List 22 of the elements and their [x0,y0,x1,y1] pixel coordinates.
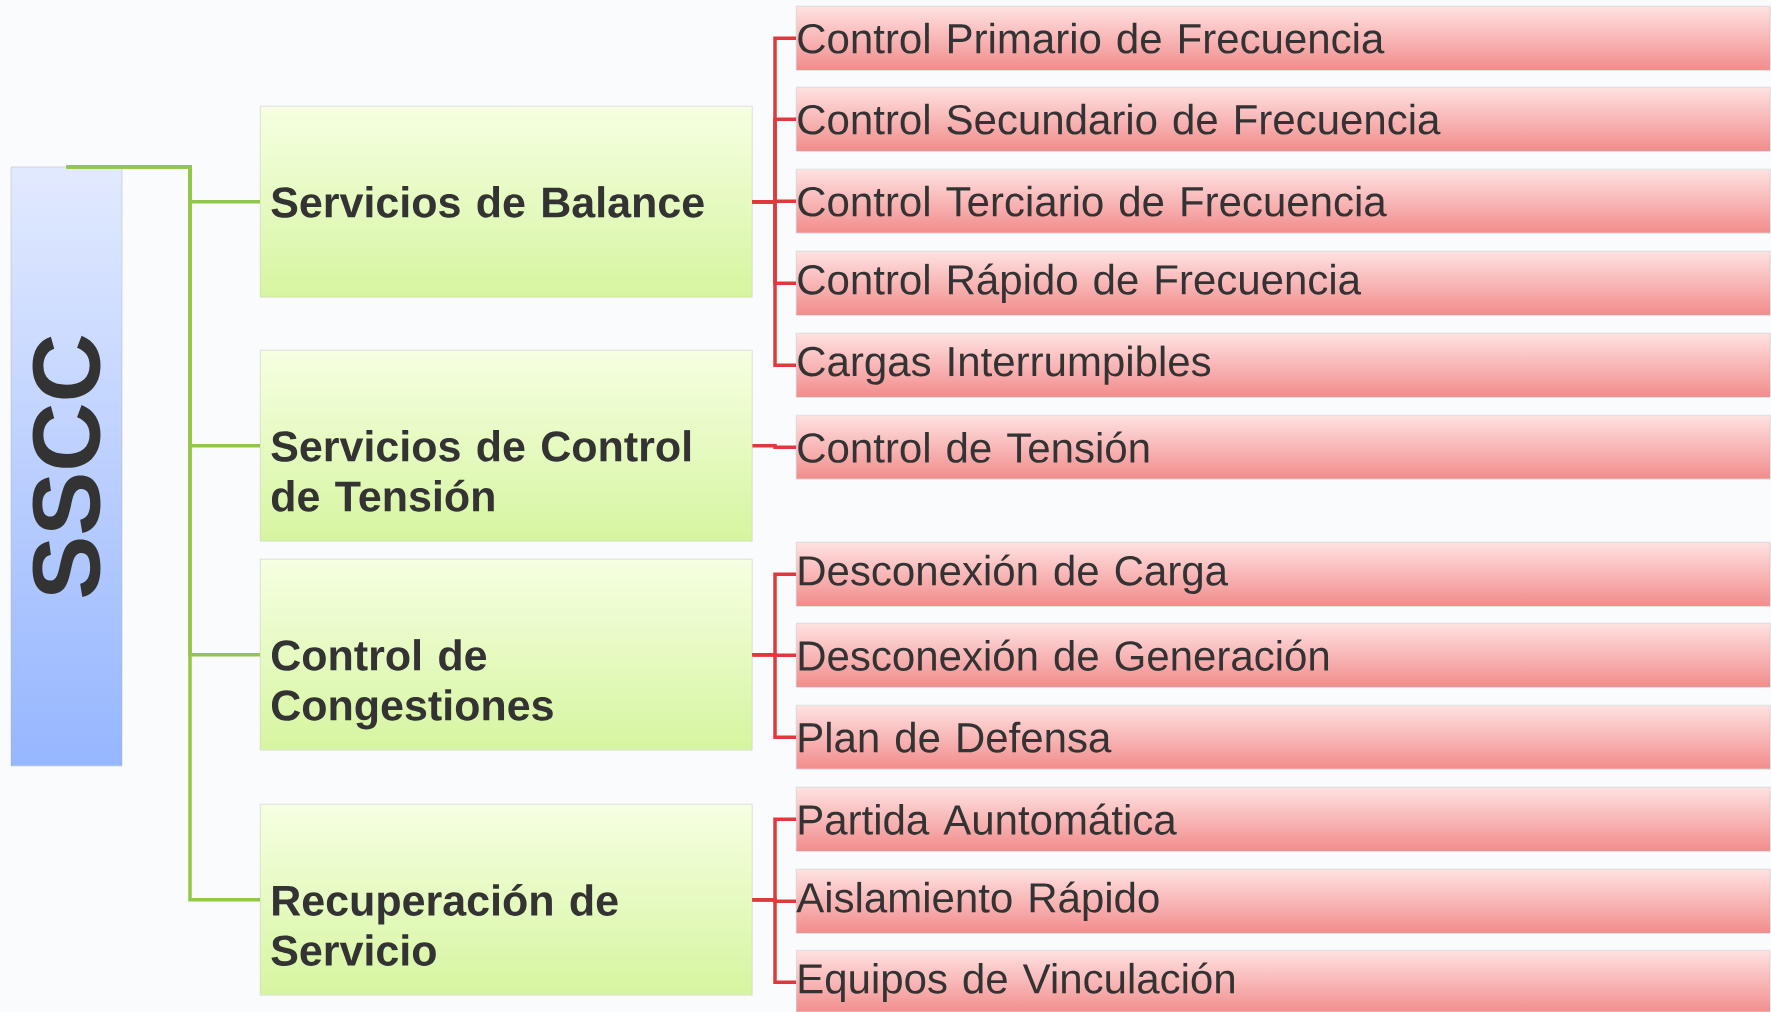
service-box: Control Primario de Frecuencia [796,6,1771,71]
service-box: Control Rápido de Frecuencia [796,251,1771,316]
service-box: Partida Auntomática [796,787,1771,852]
service-box: Control de Tensión [796,415,1771,480]
connector-line [752,443,796,449]
service-box: Desconexión de Carga [796,542,1771,607]
category-box: Servicios de Control de Tensión [260,350,753,542]
service-box: Equipos de Vinculación [796,950,1771,1012]
connector-line [752,652,796,739]
service-box: Plan de Defensa [796,705,1771,770]
service-box: Control Terciario de Frecuencia [796,169,1771,234]
service-box: Control Secundario de Frecuencia [796,87,1771,152]
service-box: Desconexión de Generación [796,623,1771,688]
category-box: Servicios de Balance [260,106,753,298]
root-box: SSCC [10,166,123,767]
connector-line [66,165,260,902]
connector-line [752,199,796,367]
category-box: Recuperación de Servicio [260,804,753,996]
category-box: Control de Congestiones [260,559,753,751]
connector-line [752,897,796,984]
service-box: Aislamiento Rápido [796,869,1771,934]
service-box: Cargas Interrumpibles [796,333,1771,398]
